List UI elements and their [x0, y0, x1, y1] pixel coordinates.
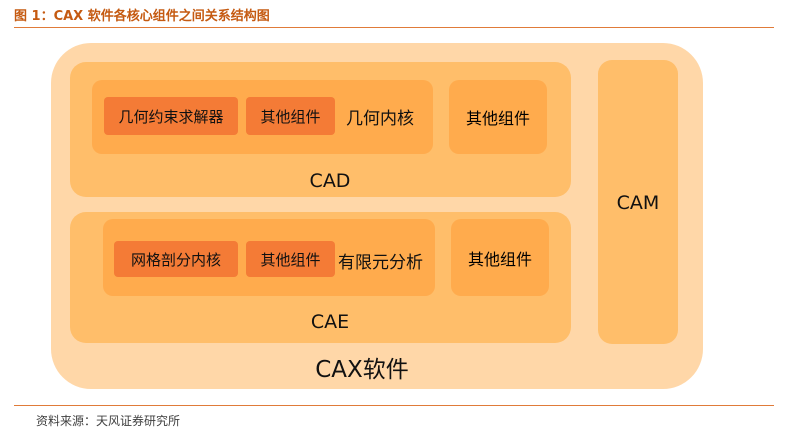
figure-title: 图 1：CAX 软件各核心组件之间关系结构图	[14, 9, 270, 24]
cad-kernel-label: 几何内核	[346, 109, 414, 129]
cae-mesh-kernel-chip: 网格剖分内核	[114, 241, 238, 277]
cam-layer	[598, 60, 678, 344]
top-divider	[14, 27, 774, 28]
cad-kernel-other-chip: 其他组件	[246, 97, 335, 135]
cae-kernel-other-chip: 其他组件	[246, 241, 335, 277]
cae-other-components: 其他组件	[451, 219, 549, 296]
bottom-divider	[14, 405, 774, 406]
cae-kernel-label: 有限元分析	[338, 253, 423, 273]
cam-label: CAM	[616, 192, 660, 214]
cad-other-components: 其他组件	[449, 80, 547, 154]
cad-constraint-solver-chip: 几何约束求解器	[104, 97, 238, 135]
cae-label: CAE	[310, 311, 350, 333]
cad-label: CAD	[309, 170, 351, 192]
cax-software-label: CAX软件	[315, 357, 409, 383]
source-note: 资料来源：天风证券研究所	[36, 414, 181, 428]
